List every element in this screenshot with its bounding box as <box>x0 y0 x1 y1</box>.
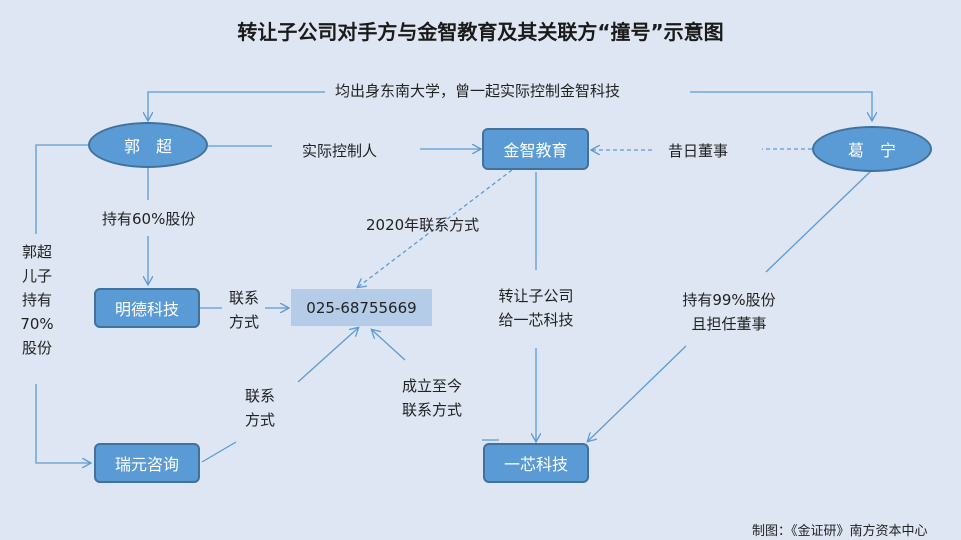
hold99-arrow <box>588 345 687 441</box>
node-ruiyuan-consulting: 瑞元咨询 <box>94 443 200 483</box>
alumni-arrow-left <box>148 91 325 120</box>
hold99-line <box>765 169 873 273</box>
ruiyuan-contact-line <box>201 441 237 463</box>
ruiyuan-contact-label: 联系 方式 <box>244 387 275 429</box>
since-contact-label: 成立至今 联系方式 <box>401 377 462 419</box>
hold99-label: 持有99%股份 且担任董事 <box>682 291 776 333</box>
son-hold70-label: 郭超 儿子 持有 70% 股份 <box>20 243 54 357</box>
alumni-label: 均出身东南大学，曾一起实际控制金智科技 <box>335 82 621 100</box>
son-line-bottom <box>35 384 90 463</box>
mingde-contact-label: 联系 方式 <box>228 289 259 331</box>
contact2020-label: 2020年联系方式 <box>366 216 480 234</box>
ruiyuan-contact-arrow <box>297 328 358 383</box>
alumni-arrow-right <box>690 91 872 120</box>
node-guochao: 郭 超 <box>88 122 208 168</box>
node-mingde-tech: 明德科技 <box>94 288 200 328</box>
node-gening: 葛 宁 <box>812 126 932 172</box>
node-yixin-tech: 一芯科技 <box>483 443 589 483</box>
son-line-top <box>35 144 90 234</box>
source-credit: 制图：《金证研》南方资本中心 <box>752 524 928 539</box>
hold60-label: 持有60%股份 <box>102 210 196 228</box>
actual-controller-label: 实际控制人 <box>302 142 378 160</box>
since-arrow <box>372 330 406 361</box>
page-title: 转让子公司对手方与金智教育及其关联方“撞号”示意图 <box>237 20 724 44</box>
node-jinzhi-education: 金智教育 <box>482 128 589 170</box>
former-director-label: 昔日董事 <box>668 142 729 160</box>
phone-number-box: 025-68755669 <box>291 289 432 326</box>
transfer-label: 转让子公司 给一芯科技 <box>498 287 574 329</box>
contact2020-arrow <box>358 169 513 287</box>
